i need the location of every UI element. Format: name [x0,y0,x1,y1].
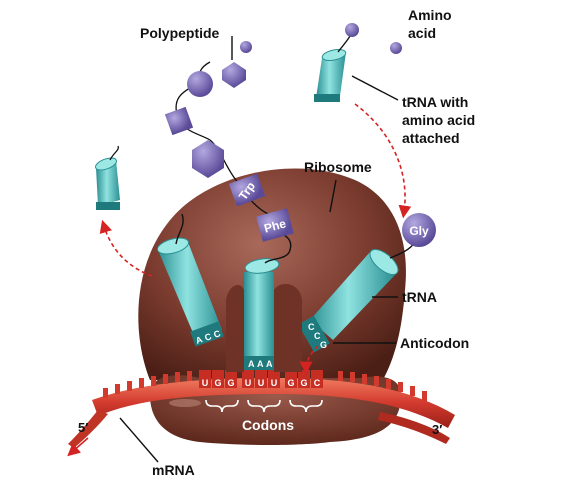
amino-acid-bead [240,41,252,53]
mrna-lower-ribbon [378,412,450,444]
amino-acid-label-line2: acid [408,25,436,41]
exit-arrow [99,219,153,277]
amino-acid-trp [228,173,266,207]
amino-acid-phe-label: Phe [263,216,288,235]
amino-acid-label-line1: Amino [408,7,452,23]
pairing-arrow [299,345,319,375]
trna-with-aa-label-line2: amino acid [402,112,475,128]
trna-incoming-anticodon [314,94,340,102]
trna-middle: A A A [242,233,292,370]
mrna-base: C [314,378,321,388]
trna-with-aa-leader [351,75,399,101]
mrna-base: G [214,378,221,388]
amino-acid-gly [402,213,436,247]
trna-incoming-top [321,49,347,61]
mrna-direction-arrow [67,437,89,457]
trna-released [95,145,120,210]
anticodon-label: Anticodon [400,335,469,351]
amino-acid-bead [187,71,213,97]
anticodon-right-base: C [314,331,321,341]
five-prime-label: 5′ [78,420,88,435]
anticodon-box-left [190,321,224,347]
codons-label: Codons [242,417,294,433]
ribosome-label: Ribosome [304,159,372,175]
mrna-leader [119,417,159,463]
trna-released-body [96,160,120,206]
three-prime-label: 3′ [432,422,442,437]
trna-left: A C C [156,213,224,347]
amino-acid-hexagon [222,62,246,88]
trna-middle-body [244,272,274,362]
codon-bases: U G G U U U G G C [199,370,323,388]
anticodon-middle-base: A [257,359,264,369]
mrna-base: G [300,378,307,388]
anticodon-left-base: A [194,334,204,346]
codon-base-box [225,370,237,388]
mrna-base: U [271,378,278,388]
trna-left-body [158,242,222,340]
codon-base-box [199,370,211,388]
trna-with-aa-label-line3: attached [402,130,460,146]
mrna-label: mRNA [152,462,195,478]
trna-right-top [369,248,399,276]
codon-base-box [298,370,310,388]
polypeptide-chain: Trp Phe [164,41,294,242]
anticodon-right-base: G [320,340,327,350]
codon-base-box [268,370,280,388]
anticodon-right-base: C [308,322,315,332]
mrna-base: U [258,378,265,388]
codon-base-box [242,370,254,388]
trna-middle-top [244,258,280,274]
trna-right-body [310,252,395,340]
mrna-base: U [245,378,252,388]
amino-acid-phe [256,208,294,242]
ribosome-small-subunit-highlight [169,399,201,407]
anticodon-left-base: C [203,331,213,343]
mrna-strand [92,378,455,428]
mrna-tail [68,410,108,448]
free-amino-acid [390,42,402,54]
anticodon-middle-base: A [266,359,273,369]
trna-incoming-amino-acid [345,23,359,37]
codon-base-box [311,370,323,388]
trna-left-top [156,237,190,255]
codon-base-box [212,370,224,388]
mrna-base: U [202,378,209,388]
trna-incoming [314,23,359,102]
anticodon-box-middle [242,356,276,370]
trna-left-end [175,213,184,245]
polypeptide-label: Polypeptide [140,25,220,41]
ribosome-leader [329,179,337,213]
anticodon-left-base: C [212,328,222,340]
trna-label: tRNA [402,289,437,305]
mrna-base: G [227,378,234,388]
trna-right: C C G [298,241,416,353]
anticodon-middle-base: A [248,359,255,369]
trna-middle-end [264,233,292,264]
ribosome-inner-ridge [274,284,302,372]
amino-acid-gly-label: Gly [409,224,429,238]
entry-arrow [354,103,412,219]
codon-base-box [285,370,297,388]
amino-acid-hexagon [192,140,224,178]
codon-base-box [255,370,267,388]
trna-with-aa-label-line1: tRNA with [402,94,468,110]
trna-incoming-body [316,52,346,98]
trna-released-top [95,157,117,171]
amino-acid-square [164,106,194,136]
mrna-base: G [287,378,294,388]
codon-braces [205,399,323,413]
mrna-teeth [103,371,427,401]
trna-released-end [109,145,120,161]
anticodon-box-right [298,315,330,353]
ribosome-inner-ridge [226,285,244,372]
trna-released-anticodon [96,202,120,210]
